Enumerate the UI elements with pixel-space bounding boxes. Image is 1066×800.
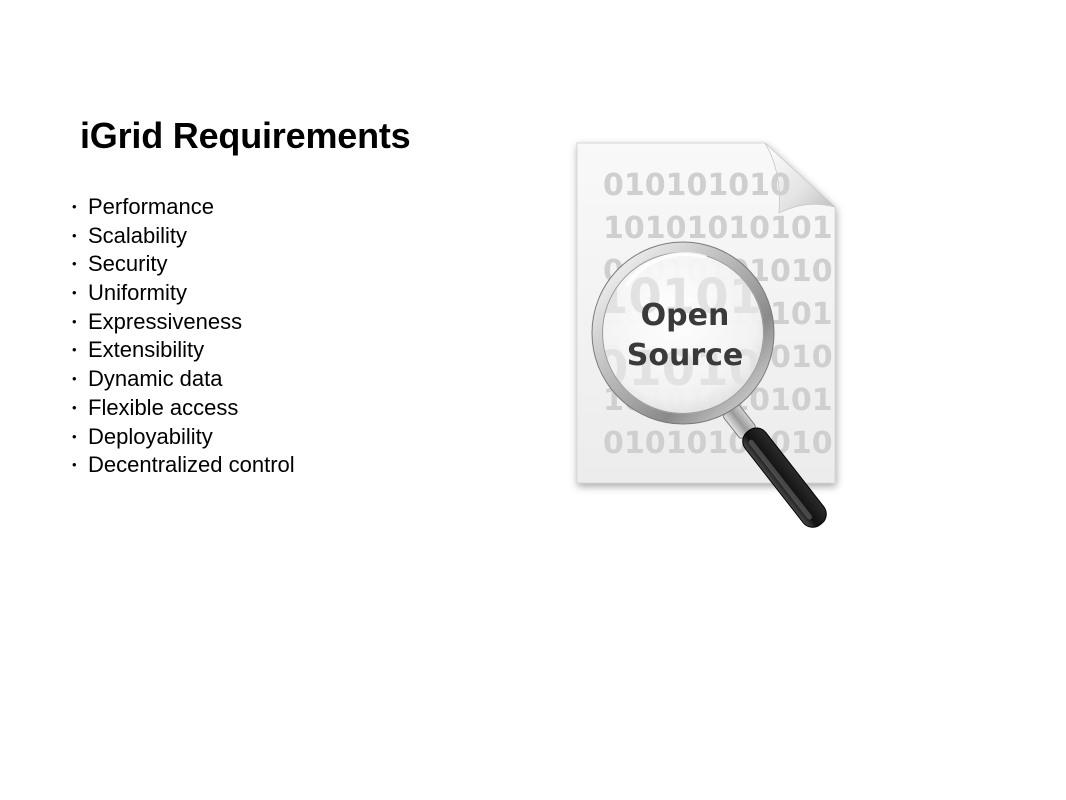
list-item-label: Performance <box>88 194 214 219</box>
bullet-dot: • <box>72 342 77 358</box>
bullet-dot: • <box>72 199 77 214</box>
list-item-label: Security <box>88 251 168 277</box>
list-item: • Decentralized control <box>72 451 295 480</box>
lens-text-source: Source <box>627 338 744 373</box>
list-item: • Flexible access <box>72 394 295 423</box>
binary-row: 01010101010 <box>603 426 833 461</box>
bullet-dot: • <box>72 428 77 444</box>
list-item: • Scalability <box>72 222 295 251</box>
list-item-label: Decentralized control <box>88 452 295 478</box>
list-item: • Dynamic data <box>72 365 295 394</box>
list-item: • Uniformity <box>72 279 295 308</box>
bullet-list: • Performance • Scalability • Security • Uni… <box>72 193 295 480</box>
list-item-label: Uniformity <box>88 280 188 306</box>
bullet-dot: • <box>72 285 77 301</box>
list-item-label: Extensibility <box>88 337 205 363</box>
list-item-label: Dynamic data <box>88 366 223 392</box>
bullet-dot: • <box>72 457 77 473</box>
binary-row: 010101010 <box>603 168 791 203</box>
list-item-label: Expressiveness <box>88 308 243 334</box>
bullet-dot: • <box>72 227 77 243</box>
list-item: • Security <box>72 250 295 279</box>
list-item: • Expressiveness <box>72 308 295 337</box>
list-item: • Performance <box>72 193 295 222</box>
list-item-label: Scalability <box>88 222 188 248</box>
lens-bg-digits: 010101 <box>595 341 795 397</box>
list-item-label: Flexible access <box>88 394 239 420</box>
bullet-dot: • <box>72 399 77 415</box>
bullet-dot: • <box>72 371 77 387</box>
bullet-dot: • <box>72 313 77 329</box>
lens-bg-digits: 101010 <box>595 269 795 325</box>
binary-row: 10101010101 <box>603 211 833 246</box>
page-curl <box>764 142 836 214</box>
list-item: • Deployability <box>72 423 295 452</box>
bullet-dot: • <box>72 256 77 272</box>
magnifier-handle <box>723 404 827 528</box>
list-item: • Extensibility <box>72 336 295 365</box>
list-item-label: Deployability <box>88 423 213 449</box>
lens-text-open: Open <box>641 298 730 333</box>
magnifier-lens: 101010 010101 Open Source <box>591 241 795 425</box>
slide-title: iGrid Requirements <box>80 115 411 156</box>
open-source-magnifier-icon: 010101010 10101010101 01010101010 101010… <box>576 142 836 528</box>
